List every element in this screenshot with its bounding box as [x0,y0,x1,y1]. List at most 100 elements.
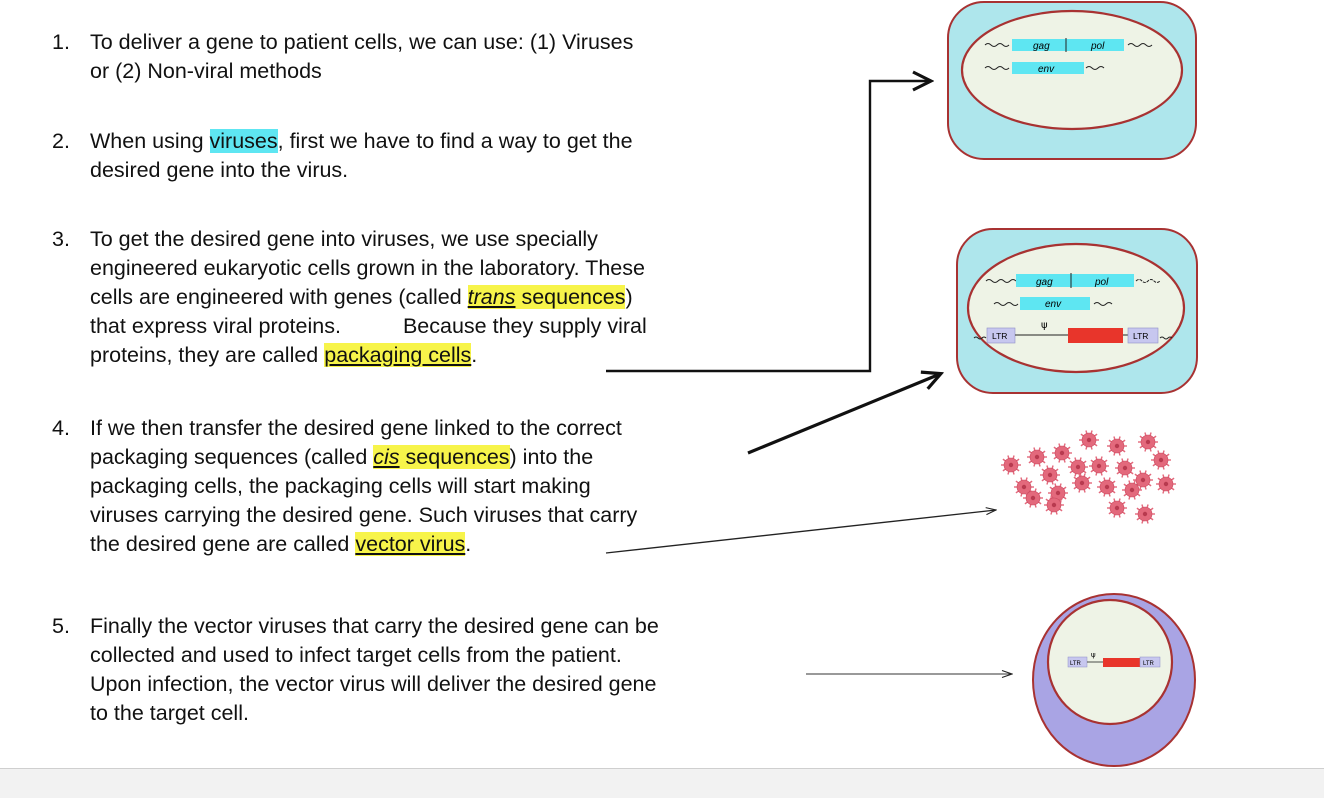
step-number: 4. [52,416,70,440]
step-3-text: Because they supply viral [402,314,647,338]
step-4-text: the desired gene are called [90,532,356,556]
step-4-line-2: packaging sequences (called cis sequence… [90,443,637,472]
virus-particle [1044,495,1064,515]
gene-label-pol: pol [1090,41,1105,52]
ltr-label-left: LTR [1070,661,1082,667]
virus-particle [1027,447,1047,467]
gene-box-gag-pol [1016,274,1134,287]
virus-particle [1014,477,1034,497]
gene-box-env [1012,62,1084,74]
virus-particle [1156,474,1176,494]
step-number: 3. [52,227,70,251]
step-4: 4. If we then transfer the desired gene … [52,414,637,559]
cis-italic: cis [373,445,400,469]
trans-sequences-text: sequences [515,285,626,309]
dna-wave [1085,66,1105,70]
psi-label: ψ [1041,320,1048,331]
gene-label-pol: pol [1094,277,1109,288]
gene-box-gag-pol [1012,39,1124,51]
dna-wave [1135,279,1161,283]
ltr-box-right [1127,327,1159,344]
ltr-label-right: LTR [1143,661,1155,667]
step-3-text: that express viral proteins. [90,314,341,338]
step-3-line-4: that express viral proteins. Because they… [90,312,647,341]
step-2-line-2: desired gene into the virus. [90,158,349,182]
step-5-line-1: Finally the vector viruses that carry th… [90,614,659,638]
step-2-text: When using [90,129,210,153]
step-5: 5. Finally the vector viruses that carry… [52,612,659,728]
highlight-viruses: viruses [209,129,278,153]
gene-label-env: env [1038,64,1055,75]
virus-particle [1107,498,1127,518]
transgene-box [1103,658,1140,667]
step-4-line-5: the desired gene are called vector virus… [90,530,637,559]
target-cell: LTR ψ LTR [1032,593,1196,767]
virus-particle [1115,458,1135,478]
step-number: 1. [52,30,70,54]
step-3-line-1: To get the desired gene into viruses, we… [90,227,598,251]
arrow-cis-to-cell2 [747,374,940,455]
ltr-label-left: LTR [992,331,1007,341]
step-4-text: packaging sequences (called [90,445,374,469]
virus-particle [1068,457,1088,477]
dna-wave [984,66,1010,70]
transgene-box [1068,328,1123,343]
gene-label-gag: gag [1036,277,1053,288]
step-5-line-3: Upon infection, the vector virus will de… [90,672,657,696]
virus-particle [1151,450,1171,470]
step-1: 1. To deliver a gene to patient cells, w… [52,28,633,86]
step-4-line-1: If we then transfer the desired gene lin… [90,416,622,440]
ltr-label-right: LTR [1133,331,1148,341]
step-4-line-4: viruses carrying the desired gene. Such … [90,503,638,527]
step-3-text: proteins, they are called [90,343,325,367]
packaging-cell-1: gag pol env [947,1,1197,160]
step-5-line-2: collected and used to infect target cell… [90,643,622,667]
highlight-packaging-cells: packaging cells [324,343,472,367]
step-number: 2. [52,129,70,153]
virus-particle [1072,473,1092,493]
connector-arrows [605,81,1012,674]
arrow-vector-to-viruses [605,510,996,554]
highlight-vector-virus: vector virus [355,532,466,556]
step-3-text: cells are engineered with genes (called [90,285,468,309]
step-2-line-1: When using viruses, first we have to fin… [90,127,633,156]
vector-virus-cluster [1001,430,1176,524]
trans-italic: trans [467,285,516,309]
gene-label-gag: gag [1033,41,1050,52]
step-3-line-3: cells are engineered with genes (called … [90,283,647,312]
virus-particle [1138,432,1158,452]
virus-particle [1079,430,1099,450]
virus-particle [1040,465,1060,485]
highlight-cis-sequences: cis sequences [373,445,510,469]
step-4-line-3: packaging cells, the packaging cells wil… [90,474,591,498]
virus-particle [1001,455,1021,475]
psi-label: ψ [1091,651,1096,659]
dna-wave [993,302,1019,306]
virus-particle [1052,443,1072,463]
step-number: 5. [52,614,70,638]
packaging-cell-2: gag pol env LTR ψ LTR [956,228,1198,394]
step-3-text: . [471,343,478,367]
step-2: 2. When using viruses, first we have to … [52,127,633,185]
ltr-box-right [1139,656,1161,668]
virus-particle [1133,470,1153,490]
step-3-text: ) [625,285,633,309]
dna-wave [1159,336,1173,340]
virus-particle [1107,436,1127,456]
highlight-trans-sequences: trans sequences [467,285,626,309]
virus-particle [1023,488,1043,508]
bottom-bar [0,768,1324,798]
step-4-text: ) into the [509,445,594,469]
gene-label-env: env [1045,299,1062,310]
step-2-text: , first we have to find a way to get the [277,129,633,153]
step-1-line-2: or (2) Non-viral methods [90,59,322,83]
dna-wave [1093,302,1113,306]
dna-wave [973,336,987,340]
step-1-line-1: To deliver a gene to patient cells, we c… [90,30,634,54]
dna-wave [1127,43,1153,47]
dna-wave [984,43,1010,47]
virus-particle [1089,456,1109,476]
step-5-line-4: to the target cell. [90,701,249,725]
gene-box-env [1020,297,1090,310]
